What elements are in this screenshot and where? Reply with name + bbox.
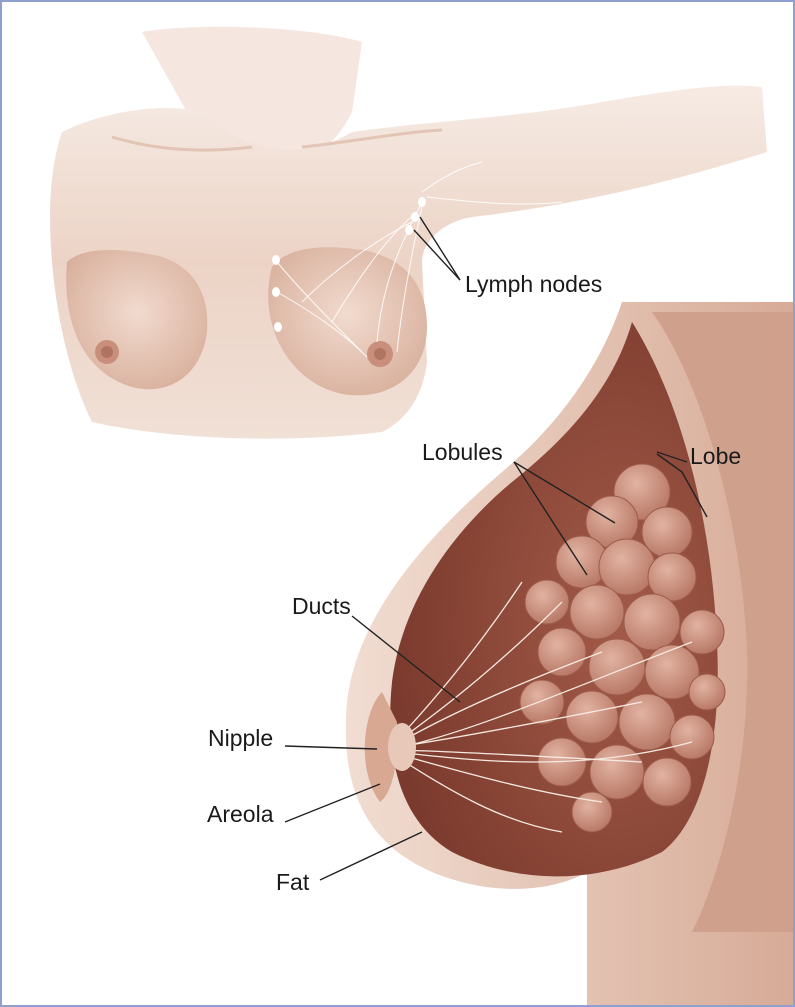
label-fat: Fat: [276, 869, 310, 895]
nipple-shape: [388, 723, 416, 771]
label-ducts: Ducts: [292, 593, 351, 619]
breast-side-view: [346, 302, 793, 1005]
label-lymph-nodes: Lymph nodes: [465, 271, 602, 297]
label-areola: Areola: [207, 801, 274, 827]
label-lobe: Lobe: [690, 443, 741, 469]
label-nipple: Nipple: [208, 725, 273, 751]
label-lobules: Lobules: [422, 439, 503, 465]
